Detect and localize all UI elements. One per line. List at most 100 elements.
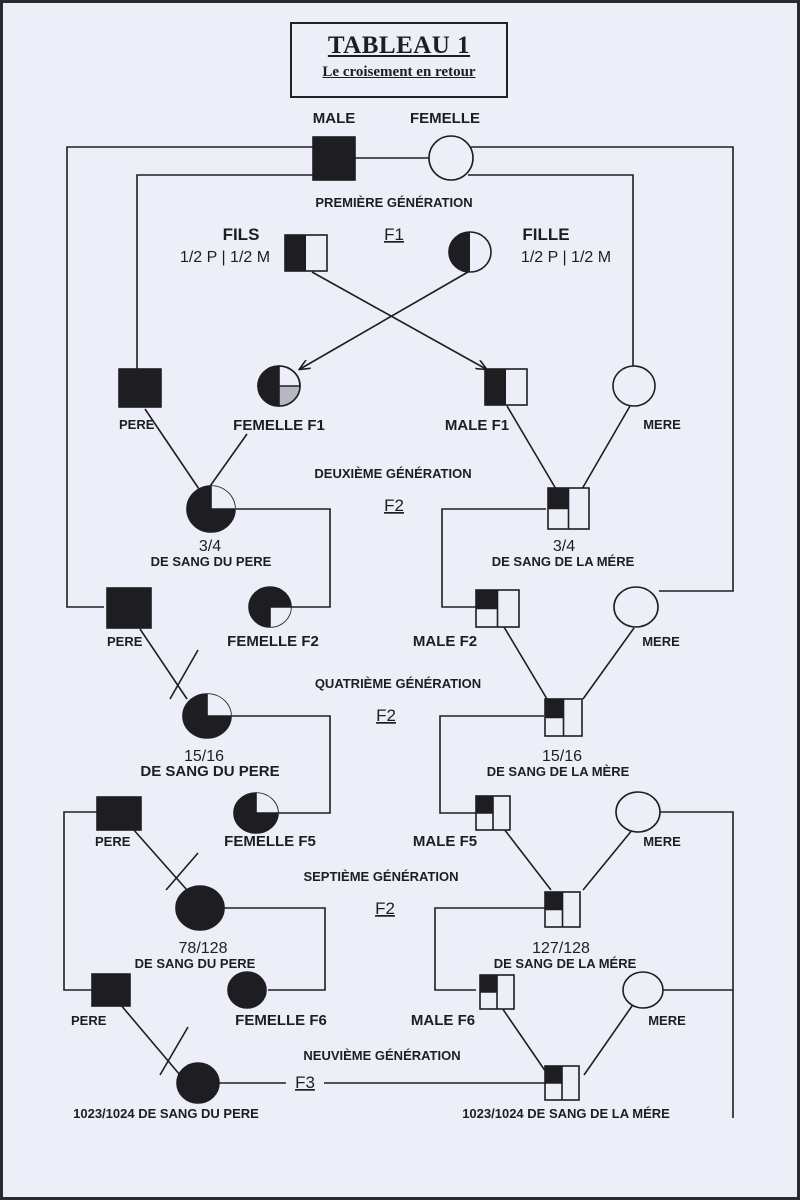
female-filled-circle-icon	[176, 1062, 220, 1104]
line-pere2-child	[139, 628, 188, 700]
row4-mere: MERE	[648, 1013, 686, 1028]
row4-male: MALE F6	[411, 1012, 475, 1029]
male-filled-square-icon	[106, 587, 152, 629]
line-femelle2-child	[169, 649, 199, 700]
gen7-right-frac: 127/128	[532, 940, 590, 957]
parent-female	[428, 135, 474, 181]
child-gen2-pere	[186, 485, 236, 533]
child-gen4-mere	[544, 698, 583, 737]
fille-f1	[448, 231, 492, 273]
square-fill	[476, 590, 498, 609]
child-gen2-mere	[547, 487, 590, 530]
circle-fill	[258, 366, 279, 406]
child-gen4-pere	[182, 693, 232, 739]
male-f5	[475, 795, 511, 831]
line-male-outer	[66, 146, 313, 608]
female-empty-circle-icon	[615, 791, 661, 833]
circle-shade	[279, 386, 300, 406]
generation-9-name: NEUVIÈME GÉNÉRATION	[303, 1048, 460, 1063]
line-gen7-right	[434, 907, 545, 991]
circle-divider	[255, 793, 278, 814]
circle-outline	[257, 365, 301, 407]
line-mere1-child	[581, 405, 631, 490]
child-gen7-pere	[175, 885, 225, 931]
generation-7-code: F2	[375, 899, 395, 918]
circle-divider	[210, 486, 235, 510]
mere-4	[622, 971, 664, 1009]
square-fill	[545, 1066, 562, 1083]
fils-f1	[284, 234, 328, 272]
row2-femelle: FEMELLE F2	[227, 633, 319, 650]
diagram-subtitle: Le croisement en retour	[322, 64, 476, 80]
square-fill	[476, 796, 493, 813]
mere-1	[612, 365, 656, 407]
gen2-left-text: DE SANG DU PERE	[151, 554, 272, 569]
generation-1-code: F1	[384, 225, 404, 244]
gen4-left-frac: 15/16	[184, 748, 224, 765]
male-filled-square-icon	[312, 136, 356, 181]
row1-pere: PERE	[119, 417, 155, 432]
row1-femelle: FEMELLE F1	[233, 417, 325, 434]
line-male2-child	[503, 626, 548, 700]
child-gen9-mere	[544, 1065, 580, 1101]
line-femelle4-child	[159, 1026, 189, 1076]
circle-empty-quarter	[207, 694, 231, 716]
femelle-f1	[257, 365, 301, 407]
line-male4-child	[499, 1004, 549, 1076]
line-gen7-left	[222, 907, 326, 991]
parent-male	[312, 136, 356, 181]
gen4-right-text: DE SANG DE LA MÈRE	[487, 764, 630, 779]
connector-lines	[63, 146, 734, 1118]
generation-9-code: F3	[295, 1073, 315, 1092]
line-pere3-child	[132, 828, 188, 891]
line-male-inner	[136, 174, 313, 369]
circle-empty-quarter	[270, 607, 291, 627]
male-filled-square-icon	[96, 796, 142, 831]
row2-male: MALE F2	[413, 633, 477, 650]
circle-fill	[449, 232, 470, 272]
male-label: MALE	[313, 110, 356, 127]
gen7-left-frac: 78/128	[179, 940, 228, 957]
gen9-right-text: 1023/1024 DE SANG DE LA MÉRE	[462, 1106, 670, 1121]
row3-femelle: FEMELLE F5	[224, 833, 316, 850]
row2-mere: MERE	[642, 634, 680, 649]
gen2-right-frac: 3/4	[553, 538, 575, 555]
male-f6	[479, 974, 515, 1010]
fils-label: FILS	[223, 225, 260, 244]
female-empty-circle-icon	[613, 586, 659, 628]
male-filled-square-icon	[91, 973, 131, 1007]
female-empty-circle-icon	[612, 365, 656, 407]
female-filled-circle-icon	[227, 971, 267, 1009]
row3-mere: MERE	[643, 834, 681, 849]
fille-ratio: 1/2 P | 1/2 M	[521, 249, 611, 266]
generation-4-name: QUATRIÈME GÉNÉRATION	[315, 676, 481, 691]
gen7-left-text: DE SANG DU PERE	[135, 956, 256, 971]
line-mere4-child	[583, 1005, 633, 1076]
line-pere3-outer	[63, 811, 97, 991]
pere-1	[118, 368, 162, 408]
line-pere4-child	[119, 1003, 181, 1076]
femelle-f5	[233, 792, 279, 834]
generation-4-code: F2	[376, 706, 396, 725]
line-gen4-left	[230, 715, 331, 814]
gen4-right-frac: 15/16	[542, 748, 582, 765]
line-gen2-left	[236, 508, 331, 608]
fille-label: FILLE	[522, 225, 569, 244]
female-empty-circle-icon	[622, 971, 664, 1009]
male-f2	[475, 589, 520, 628]
child-gen9-pere	[176, 1062, 220, 1104]
line-female-inner	[468, 174, 634, 369]
line-mere3-child	[582, 828, 634, 891]
row3-male: MALE F5	[413, 833, 477, 850]
row3-pere: PERE	[95, 834, 131, 849]
row4-femelle: FEMELLE F6	[235, 1012, 327, 1029]
line-mere3-outer	[660, 811, 734, 1118]
line-femelle1-child	[207, 433, 248, 490]
line-gen2-right	[441, 508, 546, 608]
male-filled-square-icon	[118, 368, 162, 408]
femelle-f2	[248, 586, 292, 628]
arrow-fils-to-male-f1	[311, 271, 486, 369]
pere-2	[106, 587, 152, 629]
square-fill	[485, 369, 506, 405]
generation-7-name: SEPTIÈME GÉNÉRATION	[303, 869, 458, 884]
